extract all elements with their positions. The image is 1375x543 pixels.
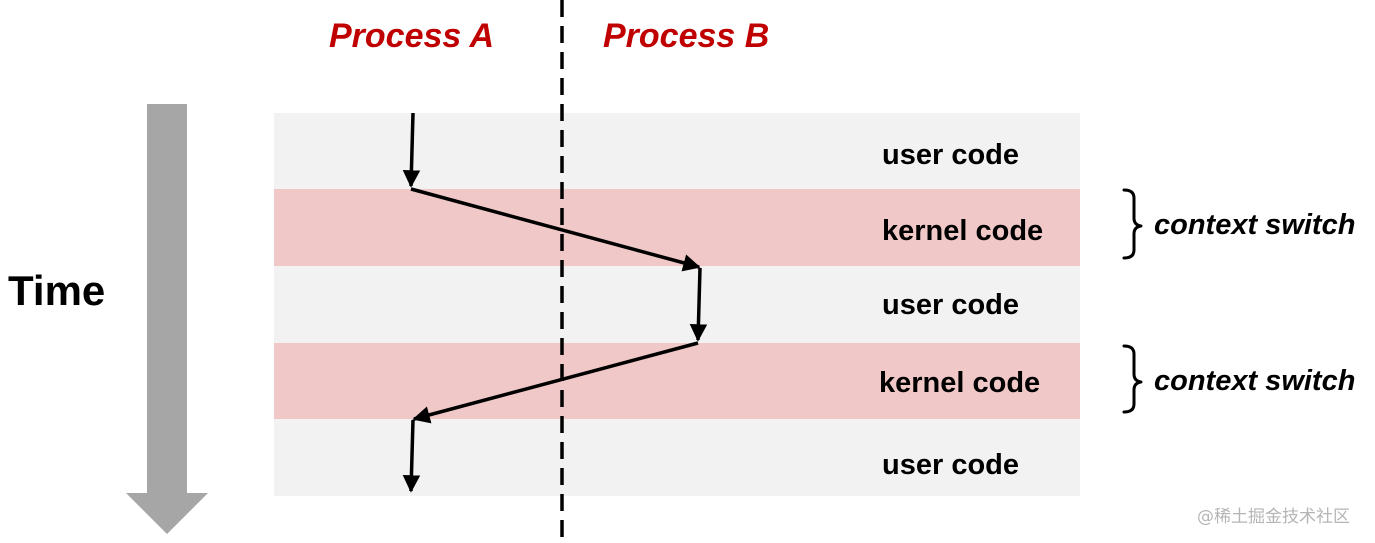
time-arrow	[126, 104, 208, 534]
watermark: @稀土掘金技术社区	[1197, 507, 1350, 527]
process-b-label: Process B	[603, 17, 769, 55]
band-kernel-1	[274, 189, 1080, 266]
band-user-2	[274, 266, 1080, 343]
flow-b-user	[689, 267, 708, 342]
band-label-user-1: user code	[882, 139, 1019, 171]
band-label-kernel-2: kernel code	[879, 367, 1040, 399]
band-label-user-3: user code	[882, 449, 1019, 481]
flow-switch-a-to-b	[410, 187, 701, 272]
execution-flow	[402, 112, 708, 493]
process-a-label: Process A	[329, 17, 494, 55]
context-switch-label-1: context switch	[1154, 209, 1355, 241]
context-switch-brace-2	[1122, 344, 1143, 414]
band-label-user-2: user code	[882, 289, 1019, 321]
band-label-kernel-1: kernel code	[882, 215, 1043, 247]
flow-switch-b-to-a	[412, 341, 699, 424]
time-arrow-shaft	[147, 104, 187, 494]
flow-a-user-2	[402, 419, 421, 493]
time-arrow-head	[126, 493, 208, 534]
band-kernel-2	[274, 343, 1080, 419]
time-label: Time	[8, 267, 105, 314]
context-switch-brace-1	[1122, 188, 1143, 260]
context-switch-label-2: context switch	[1154, 365, 1355, 397]
flow-a-user-1	[402, 112, 421, 188]
